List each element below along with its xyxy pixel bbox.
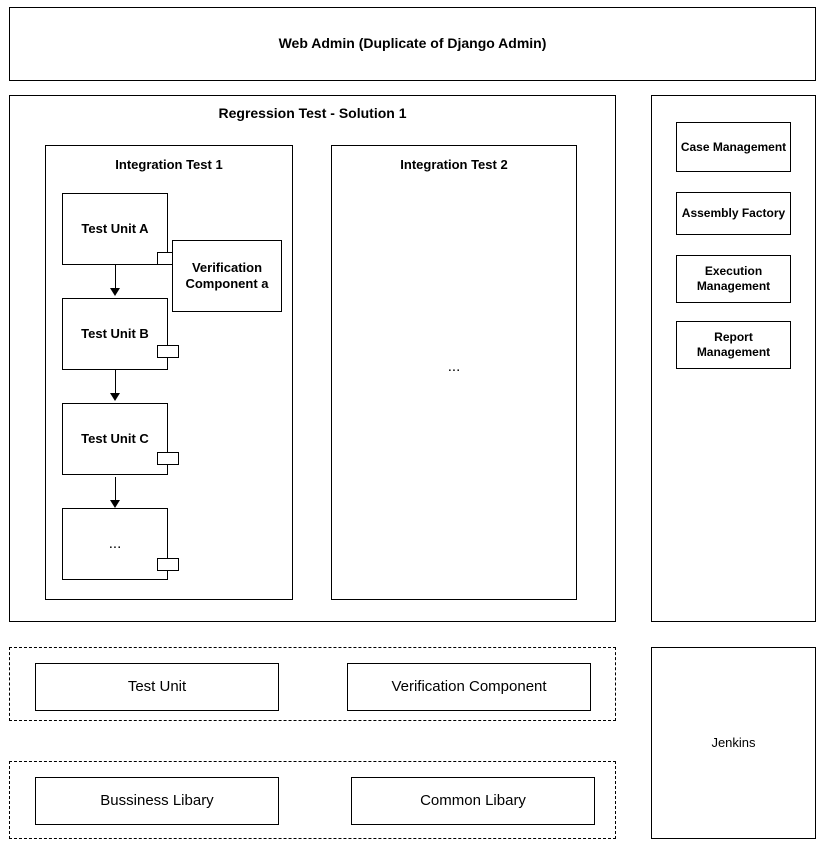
integration-test-1-title: Integration Test 1	[115, 157, 223, 172]
arrow-a-b-line	[115, 265, 116, 290]
verification-component-a-label: Verification Component a	[185, 259, 269, 291]
bussiness-libary-label: Bussiness Libary	[100, 791, 214, 809]
test-unit-component-label: Test Unit	[127, 677, 187, 695]
verification-component-box: Verification Component	[347, 663, 591, 711]
arrow-b-c-line	[115, 370, 116, 395]
verification-component-label: Verification Component	[391, 677, 547, 695]
integration-test-2-box	[331, 145, 577, 600]
test-unit-b-box: Test Unit B	[62, 298, 168, 370]
common-libary-box: Common Libary	[351, 777, 595, 825]
test-unit-a-box: Test Unit A	[62, 193, 168, 265]
case-management-label: Case Management	[680, 139, 787, 154]
common-libary-label: Common Libary	[420, 791, 526, 809]
test-unit-component-box: Test Unit	[35, 663, 279, 711]
component-tab-icon	[157, 345, 179, 358]
arrow-a-b-head	[110, 288, 120, 296]
test-unit-a-label: Test Unit A	[81, 220, 149, 236]
integration-test-2-title: Integration Test 2	[400, 157, 508, 172]
web-admin-label: Web Admin (Duplicate of Django Admin)	[278, 35, 547, 52]
execution-management-label: Execution Management	[696, 264, 771, 293]
assembly-factory-box[interactable]: Assembly Factory	[676, 192, 791, 235]
test-unit-b-label: Test Unit B	[81, 325, 149, 341]
test-unit-more-label: ...	[108, 534, 122, 552]
report-management-label: Report Management	[696, 330, 771, 359]
arrow-b-c-head	[110, 393, 120, 401]
jenkins-box: Jenkins	[651, 647, 816, 839]
report-management-box[interactable]: Report Management	[676, 321, 791, 369]
bussiness-libary-box: Bussiness Libary	[35, 777, 279, 825]
test-unit-more-box: ...	[62, 508, 168, 580]
case-management-box[interactable]: Case Management	[676, 122, 791, 172]
arrow-c-more-line	[115, 477, 116, 502]
execution-management-box[interactable]: Execution Management	[676, 255, 791, 303]
verification-component-a-box: Verification Component a	[172, 240, 282, 312]
assembly-factory-label: Assembly Factory	[681, 206, 786, 220]
integration-test-2-body: ...	[447, 358, 461, 375]
test-unit-c-box: Test Unit C	[62, 403, 168, 475]
component-tab-icon	[157, 558, 179, 571]
regression-test-title: Regression Test - Solution 1	[218, 105, 407, 121]
component-tab-icon	[157, 452, 179, 465]
web-admin-box: Web Admin (Duplicate of Django Admin)	[9, 7, 816, 81]
jenkins-label: Jenkins	[711, 734, 756, 750]
test-unit-c-label: Test Unit C	[81, 430, 149, 446]
arrow-c-more-head	[110, 500, 120, 508]
